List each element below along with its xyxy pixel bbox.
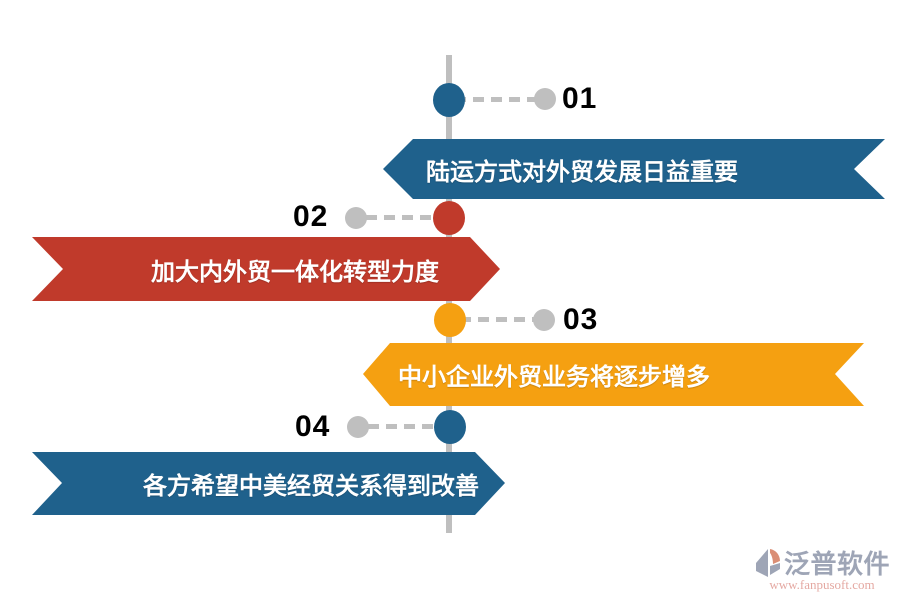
dashed-connector-03: [460, 317, 534, 322]
item-number-01: 01: [562, 82, 598, 115]
banner-label-03: 中小企业外贸业务将逐步增多: [398, 364, 710, 391]
timeline-node-03: [434, 303, 466, 337]
end-dot-04: [347, 416, 369, 438]
brand-name: 泛普软件: [783, 549, 890, 579]
end-dot-02: [345, 207, 367, 229]
brand-logo-icon: [755, 549, 780, 577]
banner-04: 各方希望中美经贸关系得到改善: [32, 452, 505, 515]
dashed-connector-04: [368, 424, 445, 429]
dashed-connector-02: [366, 215, 444, 220]
timeline-node-04: [434, 410, 466, 444]
end-dot-03: [533, 309, 555, 331]
item-number-03: 03: [563, 303, 599, 336]
dashed-connector-01: [455, 97, 535, 102]
timeline-node-01: [433, 83, 465, 117]
end-dot-01: [534, 88, 556, 110]
timeline-node-02: [433, 201, 465, 235]
banner-01: 陆运方式对外贸发展日益重要: [383, 139, 885, 199]
banner-02: 加大内外贸一体化转型力度: [32, 237, 500, 301]
banner-03: 中小企业外贸业务将逐步增多: [363, 343, 864, 406]
banner-label-01: 陆运方式对外贸发展日益重要: [426, 158, 738, 186]
watermark: 泛普软件 www.fanpusoft.com: [754, 547, 890, 592]
banner-label-04: 各方希望中美经贸关系得到改善: [143, 473, 479, 500]
banner-label-02: 加大内外贸一体化转型力度: [151, 258, 439, 286]
brand-url: www.fanpusoft.com: [769, 577, 875, 592]
item-number-02: 02: [293, 200, 329, 233]
item-number-04: 04: [295, 410, 331, 443]
